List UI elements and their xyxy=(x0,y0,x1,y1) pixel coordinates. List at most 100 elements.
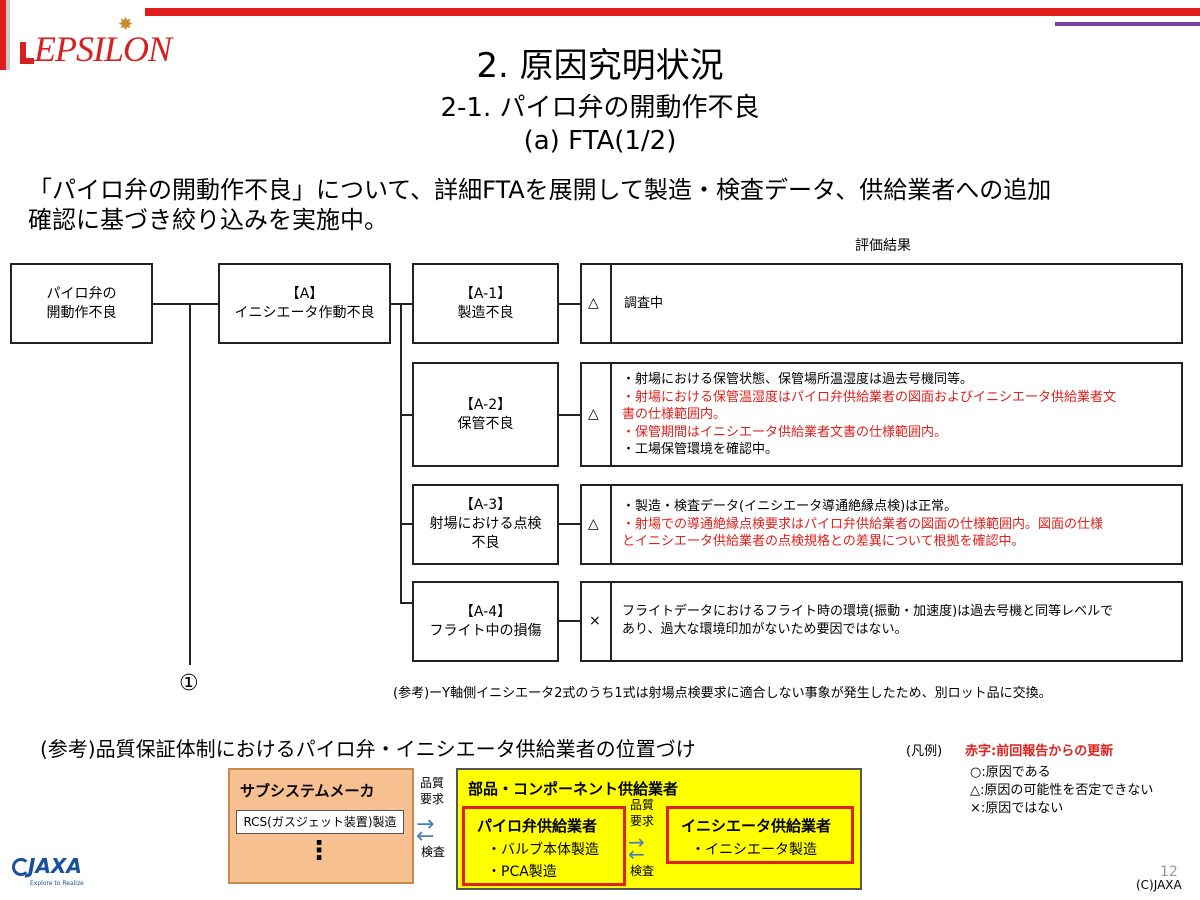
epsilon-logo-bracket xyxy=(20,42,34,64)
fta-a2-line-2: 保管不良 xyxy=(457,415,514,432)
legend-circle: ○:原因である xyxy=(970,765,1051,780)
fta-a2-result-box: △ ・射場における保管状態、保管場所温湿度は過去号機同等。 ・射場における保管温… xyxy=(580,362,1183,467)
fta-a4-result-divider xyxy=(610,583,612,660)
page-number: 12 xyxy=(1160,864,1178,880)
legend-label: (凡例) xyxy=(906,744,943,759)
subsystem-maker-box: サブシステムメーカ RCS(ガスジェット装置)製造 ⋮ xyxy=(228,768,414,884)
connector-a-bus-h xyxy=(391,303,401,305)
arrow-right-1: → xyxy=(416,812,435,837)
fta-a3-line-1: 【A-3】 xyxy=(459,497,512,514)
header-decor-left-gray xyxy=(6,0,10,70)
arrow-right-2: → xyxy=(628,830,645,854)
evaluation-header: 評価結果 xyxy=(855,238,911,254)
jaxa-logo-tagline: Explore to Realize xyxy=(30,880,84,887)
fta-a3-result-line-1: ・製造・検査データ(イニシエータ導通絶縁点検)は正常。 xyxy=(622,499,958,514)
fta-a3-result-text: ・製造・検査データ(イニシエータ導通絶縁点検)は正常。 ・射場での導通絶縁点検要… xyxy=(622,498,1180,551)
fta-a2-result-line-1: ・射場における保管状態、保管場所温湿度は過去号機同等。 xyxy=(622,372,974,387)
fta-a3-result-line-3: とイニシエータ供給業者の点検規格との差異について根拠を確認中。 xyxy=(622,534,1025,550)
connector-a3-result xyxy=(559,523,580,525)
jaxa-logo: JAXA Explore to Realize xyxy=(10,852,90,894)
fta-a2-result-line-2: ・射場における保管温湿度はパイロ弁供給業者の図面およびイニシエータ供給業者文 xyxy=(622,389,1117,405)
pyro-item-1: ・バルブ本体製造 xyxy=(487,842,599,858)
fta-a1-line-2: 製造不良 xyxy=(457,304,514,321)
req-label-1-line-2: 要求 xyxy=(420,791,445,806)
fta-a3-result-box: △ ・製造・検査データ(イニシエータ導通絶縁点検)は正常。 ・射場での導通絶縁点… xyxy=(580,484,1183,565)
header-decor-bar-purple xyxy=(1055,22,1200,26)
copyright: (C)JAXA xyxy=(1136,878,1182,892)
rcs-label: RCS(ガスジェット装置)製造 xyxy=(243,815,397,829)
header-decor-left-red xyxy=(0,0,6,70)
fta-a2-result-line-4: ・保管期間はイニシエータ供給業者文書の仕様範囲内。 xyxy=(622,424,948,440)
jaxa-logo-text: JAXA xyxy=(28,854,82,878)
fta-a3-box: 【A-3】射場における点検不良 xyxy=(412,484,559,565)
req-label-1: 品質 要求 xyxy=(420,776,444,807)
fta-a1-mark: △ xyxy=(588,295,599,311)
arrow-left-2: ← xyxy=(628,842,645,866)
pyro-supplier-label: パイロ弁供給業者 xyxy=(477,817,598,835)
fta-root-line-1: パイロ弁の xyxy=(46,285,117,302)
arrow-left-1: ← xyxy=(416,824,435,849)
fta-a2-result-text: ・射場における保管状態、保管場所温湿度は過去号機同等。 ・射場における保管温湿度… xyxy=(622,371,1180,459)
fta-root-box: パイロ弁の開動作不良 xyxy=(10,263,153,344)
init-supplier-box: イニシエータ供給業者 ・イニシエータ製造 xyxy=(666,806,854,864)
legend-red-text: 赤字:前回報告からの更新 xyxy=(965,744,1114,759)
page-subsubtitle: (a) FTA(1/2) xyxy=(523,126,677,156)
summary-line-1: 「パイロ弁の開動作不良」について、詳細FTAを展開して製造・検査データ、供給業者… xyxy=(28,176,1052,204)
fta-a4-line-2: フライト中の損傷 xyxy=(429,622,542,639)
page-title: 2. 原因究明状況 xyxy=(476,46,724,86)
fta-a4-mark: × xyxy=(589,613,601,629)
req-label-2: 品質 要求 xyxy=(630,798,654,829)
connector-a-to-a4 xyxy=(400,602,412,604)
fta-a3-line-2: 射場における点検 xyxy=(429,516,542,533)
epsilon-logo-star-icon: ✸ xyxy=(118,14,134,35)
fta-a4-result-box: × フライトデータにおけるフライト時の環境(振動・加速度)は過去号機と同等レベル… xyxy=(580,581,1183,662)
fta-a2-line-1: 【A-2】 xyxy=(459,396,512,413)
connector-a1-result xyxy=(559,303,580,305)
summary-line-2: 確認に基づき絞り込みを実施中。 xyxy=(28,206,388,234)
legend-triangle: △:原因の可能性を否定できない xyxy=(970,783,1154,798)
fta-root-line-2: 開動作不良 xyxy=(46,304,117,321)
connector-a2-result xyxy=(559,414,580,416)
parts-supplier-label: 部品・コンポーネント供給業者 xyxy=(468,780,679,798)
fta-a1-line-1: 【A-1】 xyxy=(459,285,512,302)
connector-a-to-a2 xyxy=(400,414,412,416)
fta-a3-result-line-2: ・射場での導通絶縁点検要求はパイロ弁供給業者の図面の仕様範囲内。図面の仕様 xyxy=(622,516,1104,532)
ellipsis-text: ⋮ xyxy=(306,836,332,866)
fta-a4-result-line-2: あり、過大な環境印加がないため要因ではない。 xyxy=(622,621,908,637)
connector-a-to-a1 xyxy=(400,303,412,305)
connector-root-a xyxy=(153,303,218,305)
branch-marker: ① xyxy=(179,671,199,696)
rcs-label-box: RCS(ガスジェット装置)製造 xyxy=(236,810,404,834)
fta-a2-result-line-3: 書の仕様範囲内。 xyxy=(622,407,727,423)
fta-a2-mark: △ xyxy=(588,406,599,422)
fta-a2-result-line-5: ・工場保管環境を確認中。 xyxy=(622,442,779,458)
inspect-label-2: 検査 xyxy=(630,864,655,878)
fta-a-line-1: 【A】 xyxy=(285,285,324,302)
header-decor-bar xyxy=(145,8,1200,16)
reference-title: (参考)品質保証体制におけるパイロ弁・イニシエータ供給業者の位置づけ xyxy=(40,737,696,761)
pyro-item-2: ・PCA製造 xyxy=(487,864,557,880)
init-supplier-label: イニシエータ供給業者 xyxy=(681,817,832,835)
fta-a4-result-line-1: フライトデータにおけるフライト時の環境(振動・加速度)は過去号機と同等レベルで xyxy=(622,604,1114,619)
fta-a3-line-3: 不良 xyxy=(471,534,500,551)
fta-a2-box: 【A-2】保管不良 xyxy=(412,362,559,467)
fta-a2-result-divider xyxy=(610,364,612,465)
epsilon-logo: ✸ EPSILON xyxy=(14,14,214,74)
pyro-supplier-box: パイロ弁供給業者 ・バルブ本体製造 ・PCA製造 xyxy=(462,806,626,886)
fta-a4-result-text: フライトデータにおけるフライト時の環境(振動・加速度)は過去号機と同等レベルで … xyxy=(622,603,1180,638)
fta-a4-line-1: 【A-4】 xyxy=(459,603,512,620)
fta-a1-result-divider xyxy=(610,265,612,342)
parts-supplier-box: 部品・コンポーネント供給業者 パイロ弁供給業者 ・バルブ本体製造 ・PCA製造 … xyxy=(456,768,862,890)
jaxa-logo-swoosh-icon xyxy=(12,858,30,876)
fta-a-line-2: イニシエータ作動不良 xyxy=(234,304,375,321)
init-item-1: ・イニシエータ製造 xyxy=(691,842,817,858)
fta-a1-result-box: △ 調査中 xyxy=(580,263,1183,344)
fta-a3-mark: △ xyxy=(588,516,599,532)
req-label-1-line-1: 品質 xyxy=(420,776,445,790)
fta-a3-result-divider xyxy=(610,486,612,563)
legend-cross: ×:原因ではない xyxy=(970,801,1064,816)
page-subtitle: 2-1. パイロ弁の開動作不良 xyxy=(440,93,760,123)
fta-a-box: 【A】イニシエータ作動不良 xyxy=(218,263,391,344)
fta-a1-result-text: 調査中 xyxy=(624,296,664,311)
req-label-2-line-1: 品質 xyxy=(630,798,655,812)
